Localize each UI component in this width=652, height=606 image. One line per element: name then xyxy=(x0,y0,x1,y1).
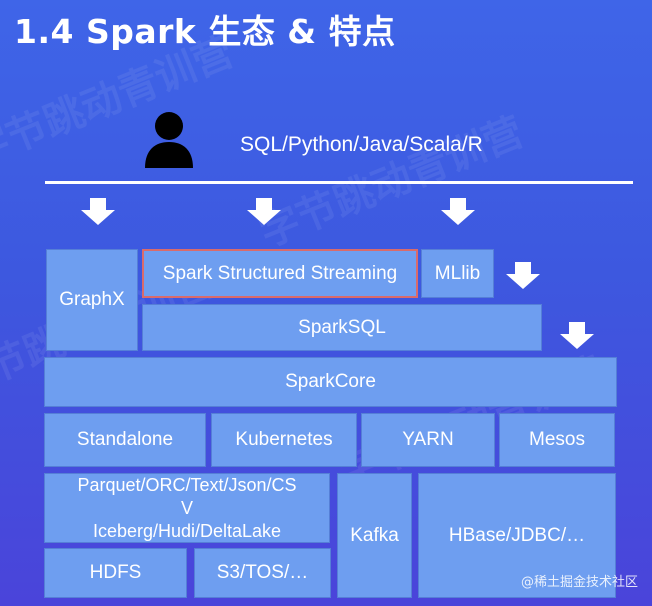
arrow-down-icon xyxy=(506,262,540,289)
mesos-box: Mesos xyxy=(499,413,615,467)
s3-tos-box: S3/TOS/… xyxy=(194,548,331,598)
standalone-box: Standalone xyxy=(44,413,206,467)
arrow-down-icon xyxy=(247,198,281,225)
page-title: 1.4 Spark 生态 & 特点 xyxy=(14,12,396,51)
arrow-down-icon xyxy=(560,322,594,349)
kubernetes-box: Kubernetes xyxy=(211,413,357,467)
credit-watermark: @稀土掘金技术社区 xyxy=(520,575,638,590)
divider-line xyxy=(45,181,633,184)
file-formats-line: Iceberg/Hudi/DeltaLake xyxy=(92,520,282,541)
supported-languages: SQL/Python/Java/Scala/R xyxy=(240,133,483,156)
person-silhouette-icon xyxy=(145,112,193,168)
file-formats-box: Parquet/ORC/Text/Json/CS V Iceberg/Hudi/… xyxy=(44,473,330,543)
arrow-down-icon xyxy=(81,198,115,225)
hdfs-box: HDFS xyxy=(44,548,187,598)
file-formats-line: V xyxy=(180,497,193,518)
watermark-text: 字节跳动青训营 xyxy=(253,108,530,257)
structured-streaming-box: Spark Structured Streaming xyxy=(142,249,418,298)
kafka-box: Kafka xyxy=(337,473,412,598)
arrow-down-icon xyxy=(441,198,475,225)
file-formats-line: Parquet/ORC/Text/Json/CS xyxy=(77,474,297,495)
mllib-box: MLlib xyxy=(421,249,494,298)
sparksql-box: SparkSQL xyxy=(142,304,542,351)
yarn-box: YARN xyxy=(361,413,495,467)
graphx-box: GraphX xyxy=(46,249,138,351)
hbase-jdbc-box: HBase/JDBC/… xyxy=(418,473,616,598)
sparkcore-box: SparkCore xyxy=(44,357,617,407)
